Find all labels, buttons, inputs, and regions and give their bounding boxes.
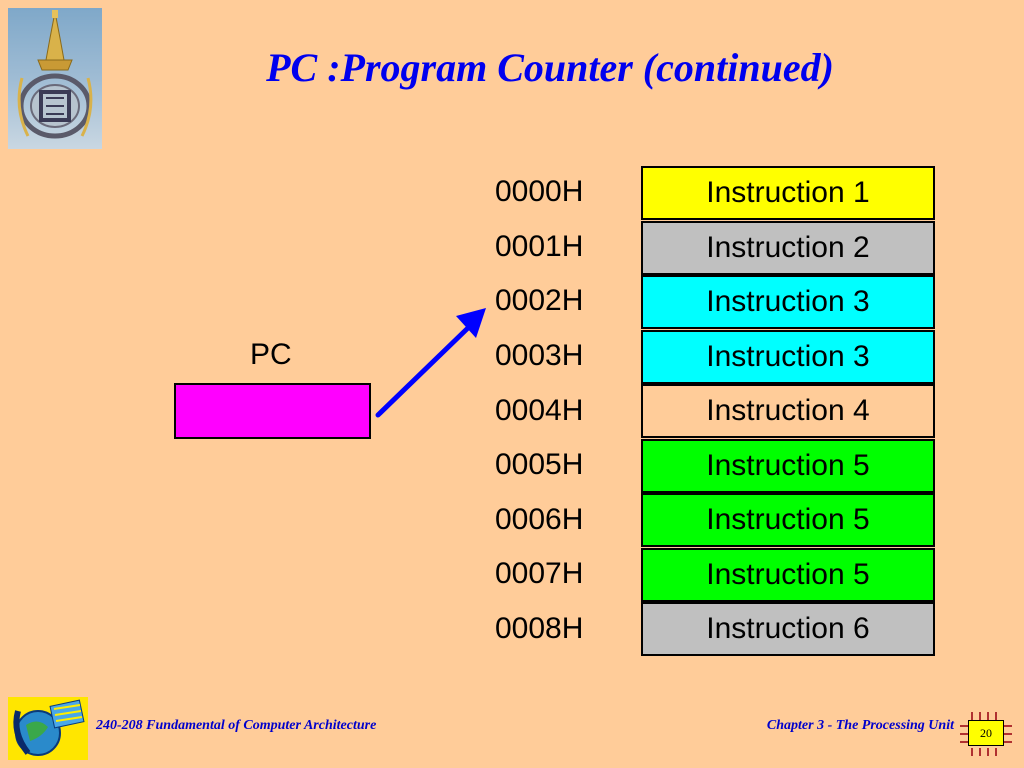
slide-title: PC :Program Counter (continued) (266, 45, 834, 90)
memory-cell: Instruction 6 (641, 602, 935, 656)
footer-chapter: Chapter 3 - The Processing Unit (766, 718, 954, 733)
memory-address: 0005H (495, 448, 584, 481)
memory-cell: Instruction 4 (641, 384, 935, 438)
footer-course: 240-208 Fundamental of Computer Architec… (96, 718, 377, 733)
memory-cell: Instruction 3 (641, 275, 935, 329)
memory-cell: Instruction 2 (641, 221, 935, 275)
page-number: 20 (968, 720, 1004, 746)
memory-address: 0007H (495, 557, 584, 590)
memory-cell: Instruction 5 (641, 493, 935, 547)
memory-cell: Instruction 3 (641, 330, 935, 384)
course-logo (8, 697, 88, 760)
pc-label: PC (250, 338, 292, 371)
memory-address: 0008H (495, 612, 584, 645)
chip-icon (960, 712, 1012, 756)
pc-pointer-arrow (375, 308, 486, 418)
memory-address: 0002H (495, 284, 584, 317)
memory-address: 0006H (495, 503, 584, 536)
memory-cell: Instruction 5 (641, 548, 935, 602)
pc-register-box (174, 383, 371, 439)
memory-cell: Instruction 1 (641, 166, 935, 220)
memory-address: 0004H (495, 394, 584, 427)
university-emblem-logo (8, 8, 102, 149)
memory-address: 0003H (495, 339, 584, 372)
memory-address: 0000H (495, 175, 584, 208)
memory-address: 0001H (495, 230, 584, 263)
memory-cell: Instruction 5 (641, 439, 935, 493)
